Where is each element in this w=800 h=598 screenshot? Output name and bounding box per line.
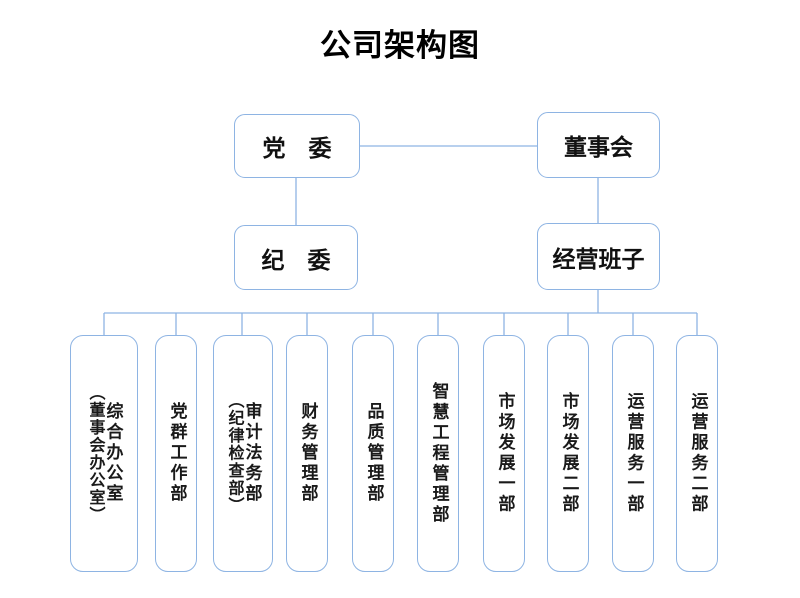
- department-box-7[interactable]: 市场发展一部: [483, 335, 525, 572]
- node-management-team[interactable]: 经营班子: [537, 223, 660, 290]
- department-label-5: 品质管理部: [363, 402, 384, 505]
- department-box-8[interactable]: 市场发展二部: [547, 335, 589, 572]
- department-label-4: 财务管理部: [297, 402, 318, 505]
- department-sublabel-1: （董事会办公室）: [86, 383, 106, 524]
- department-label-3: 审计法务部: [241, 402, 262, 505]
- node-board-of-directors-label: 董事会: [564, 135, 633, 161]
- department-label-1: 综合办公室: [102, 402, 123, 505]
- page-title: 公司架构图: [320, 28, 480, 64]
- node-party-committee-label: 党 委: [262, 136, 332, 162]
- node-board-of-directors[interactable]: 董事会: [537, 112, 660, 178]
- department-label-6: 智慧工程管理部: [428, 381, 449, 526]
- node-management-team-label: 经营班子: [552, 246, 645, 273]
- department-box-1[interactable]: 综合办公室 （董事会办公室）: [70, 335, 138, 572]
- department-box-2[interactable]: 党群工作部: [155, 335, 197, 572]
- node-party-committee[interactable]: 党 委: [234, 114, 360, 178]
- department-box-9[interactable]: 运营服务一部: [612, 335, 654, 572]
- department-sublabel-3: （纪律检查部）: [225, 392, 245, 515]
- department-box-4[interactable]: 财务管理部: [286, 335, 328, 572]
- node-discipline-committee[interactable]: 纪 委: [234, 225, 358, 290]
- department-label-10: 运营服务二部: [687, 392, 708, 515]
- department-box-3[interactable]: 审计法务部 （纪律检查部）: [213, 335, 273, 572]
- department-box-10[interactable]: 运营服务二部: [676, 335, 718, 572]
- department-label-9: 运营服务一部: [623, 392, 644, 515]
- department-label-8: 市场发展二部: [558, 392, 579, 515]
- node-discipline-committee-label: 纪 委: [261, 247, 331, 274]
- department-label-2: 党群工作部: [166, 402, 187, 505]
- department-label-7: 市场发展一部: [494, 392, 515, 515]
- department-box-5[interactable]: 品质管理部: [352, 335, 394, 572]
- department-box-6[interactable]: 智慧工程管理部: [417, 335, 459, 572]
